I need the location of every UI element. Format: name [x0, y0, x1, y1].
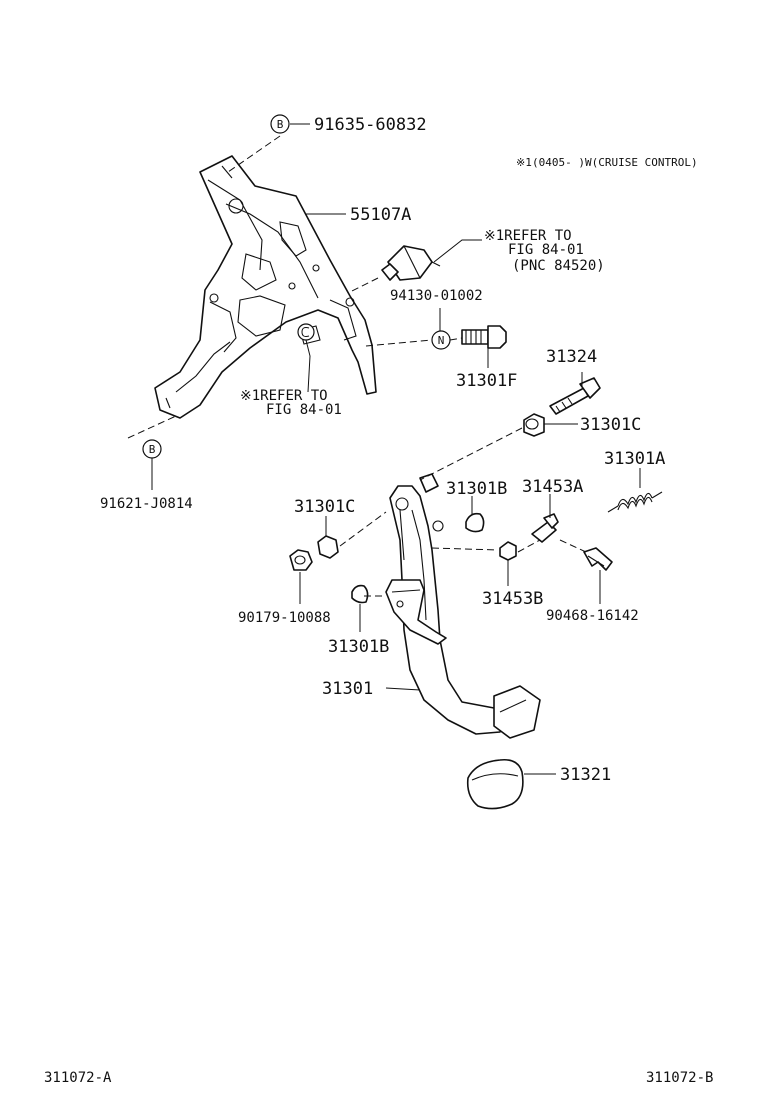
cap-31301b-bottom-drawing: [351, 584, 369, 604]
marker-b-bottom: B: [142, 439, 162, 459]
pedal-lever-drawing: [385, 473, 541, 739]
nut-90179-drawing: [289, 549, 313, 571]
marker-b-top: B: [270, 114, 290, 134]
bushing-31301c-left-drawing: [317, 535, 339, 559]
svg-text:B: B: [149, 443, 156, 456]
label-31453A: 31453A: [522, 477, 583, 497]
pedal-pad-drawing: [466, 758, 524, 810]
ref1-line2: FIG 84-01: [508, 242, 584, 258]
clip-90468-drawing: [583, 547, 613, 571]
note-text: (0405- )W(CRUISE CONTROL): [532, 156, 698, 169]
marker-n: N: [431, 330, 451, 350]
leader-lines: [151, 123, 641, 775]
label-31301A: 31301A: [604, 449, 665, 469]
label-31301B-top: 31301B: [446, 479, 507, 499]
label-31301C-top: 31301C: [580, 415, 641, 435]
label-31301: 31301: [322, 679, 373, 699]
label-31301C-left: 31301C: [294, 497, 355, 517]
shaft-31324-drawing: [549, 377, 601, 415]
ref2-line1: ※1REFER TO: [240, 388, 328, 404]
pedal-bracket-drawing: [154, 155, 377, 419]
label-55107A: 55107A: [350, 205, 411, 225]
svg-text:B: B: [277, 118, 284, 131]
ref2-line2: FIG 84-01: [266, 402, 342, 418]
label-31301B-bottom: 31301B: [328, 637, 389, 657]
ref1-line1: ※1REFER TO: [484, 228, 572, 244]
footer-right-code: 311072-B: [646, 1070, 713, 1086]
bushing-31301c-top-drawing: [523, 413, 545, 437]
cap-31301b-top-drawing: [465, 512, 485, 533]
assembly-lines: [127, 135, 587, 597]
note-mark: ※1: [516, 156, 532, 169]
label-31301F: 31301F: [456, 371, 517, 391]
label-94130-01002: 94130-01002: [390, 288, 483, 304]
ref1-line3: (PNC 84520): [512, 258, 605, 274]
label-90179-10088: 90179-10088: [238, 610, 331, 626]
label-90468-16142: 90468-16142: [546, 608, 639, 624]
label-91621-J0814: 91621-J0814: [100, 496, 193, 512]
bolt-31301f-drawing: [461, 325, 507, 349]
spring-31301a-drawing: [607, 491, 663, 513]
bushing-31453b-drawing: [499, 541, 517, 561]
label-31324: 31324: [546, 347, 597, 367]
footer-left-code: 311072-A: [44, 1070, 112, 1086]
label-31453B: 31453B: [482, 589, 543, 609]
svg-text:N: N: [438, 334, 445, 347]
pin-31453a-drawing: [531, 513, 559, 543]
label-31321: 31321: [560, 765, 611, 785]
label-91635-60832: 91635-60832: [314, 115, 427, 135]
stop-switch-drawing: [381, 245, 441, 281]
marker-c: [297, 323, 315, 341]
